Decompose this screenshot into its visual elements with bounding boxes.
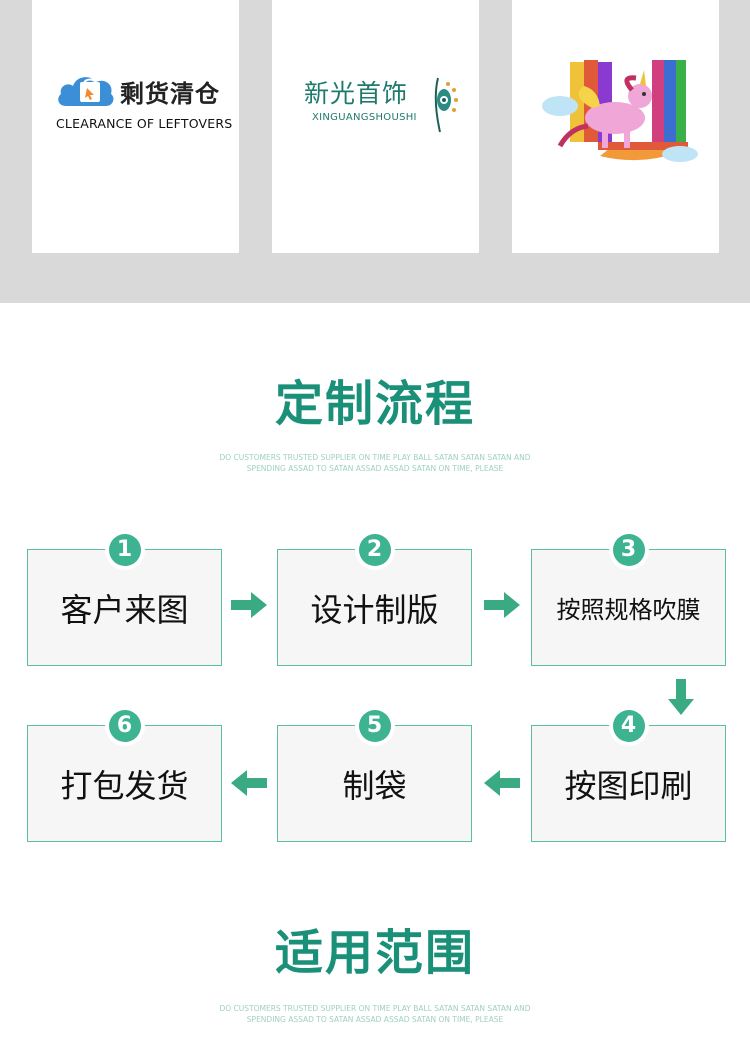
brand-showcase-band: 剩货清仓 CLEARANCE OF LEFTOVERS 新光首饰 XINGUAN… — [0, 0, 750, 303]
arrow-left-icon — [231, 770, 267, 796]
peacock-icon — [434, 77, 458, 133]
scope-section-subtitle: DO CUSTOMERS TRUSTED SUPPLIER ON TIME PL… — [0, 1003, 750, 1025]
brand-card-2: 新光首饰 XINGUANGSHOUSHI — [272, 0, 479, 253]
brand-1-name-en: CLEARANCE OF LEFTOVERS — [56, 116, 233, 131]
brand-logo-1: 剩货清仓 CLEARANCE OF LEFTOVERS — [56, 68, 232, 138]
step-2-badge: 2 — [354, 530, 395, 570]
process-subtitle-line-1: DO CUSTOMERS TRUSTED SUPPLIER ON TIME PL… — [219, 453, 531, 462]
brand-1-name-cn: 剩货清仓 — [120, 80, 220, 108]
brand-card-3 — [512, 0, 719, 253]
step-3-badge: 3 — [608, 530, 649, 570]
step-2-number: 2 — [358, 534, 391, 566]
step-5-label: 制袋 — [342, 766, 407, 805]
process-step-1: 1 客户来图 — [27, 530, 222, 666]
scope-subtitle-line-2: SPENDING ASSAD TO SATAN ASSAD ASSAD SATA… — [246, 1015, 504, 1024]
process-step-2: 2 设计制版 — [277, 530, 472, 666]
brand-logo-2: 新光首饰 XINGUANGSHOUSHI — [304, 70, 464, 140]
step-5-badge: 5 — [354, 706, 395, 746]
brand-2-name-cn: 新光首饰 — [304, 79, 409, 108]
step-4-label: 按图印刷 — [564, 766, 693, 805]
step-3-label: 按照规格吹膜 — [556, 596, 701, 624]
step-6-badge: 6 — [104, 706, 145, 746]
arrow-right-icon — [484, 592, 520, 618]
process-step-4: 4 按图印刷 — [531, 706, 726, 842]
process-section-title: 定制流程 — [274, 376, 475, 432]
step-1-label: 客户来图 — [60, 590, 189, 629]
step-5-number: 5 — [358, 710, 391, 742]
step-1-number: 1 — [108, 534, 141, 566]
step-2-label: 设计制版 — [310, 590, 439, 629]
arrow-right-icon — [231, 592, 267, 618]
cloud-shopping-bag-icon — [58, 77, 114, 106]
arrow-down-icon — [668, 679, 694, 715]
process-step-5: 5 制袋 — [277, 706, 472, 842]
step-4-number: 4 — [612, 710, 645, 742]
brand-2-name-en: XINGUANGSHOUSHI — [312, 112, 417, 123]
process-subtitle-line-2: SPENDING ASSAD TO SATAN ASSAD ASSAD SATA… — [246, 464, 504, 473]
step-6-number: 6 — [108, 710, 141, 742]
brand-card-1: 剩货清仓 CLEARANCE OF LEFTOVERS — [32, 0, 239, 253]
step-6-label: 打包发货 — [60, 766, 189, 805]
scope-section-title: 适用范围 — [274, 925, 475, 981]
arrow-left-icon — [484, 770, 520, 796]
step-3-number: 3 — [612, 534, 645, 566]
unicorn-rainbow-logo-icon — [542, 60, 698, 162]
process-section-subtitle: DO CUSTOMERS TRUSTED SUPPLIER ON TIME PL… — [0, 452, 750, 474]
step-1-badge: 1 — [104, 530, 145, 570]
step-4-badge: 4 — [608, 706, 649, 746]
process-step-6: 6 打包发货 — [27, 706, 222, 842]
process-step-3: 3 按照规格吹膜 — [531, 530, 726, 666]
scope-subtitle-line-1: DO CUSTOMERS TRUSTED SUPPLIER ON TIME PL… — [219, 1004, 531, 1013]
